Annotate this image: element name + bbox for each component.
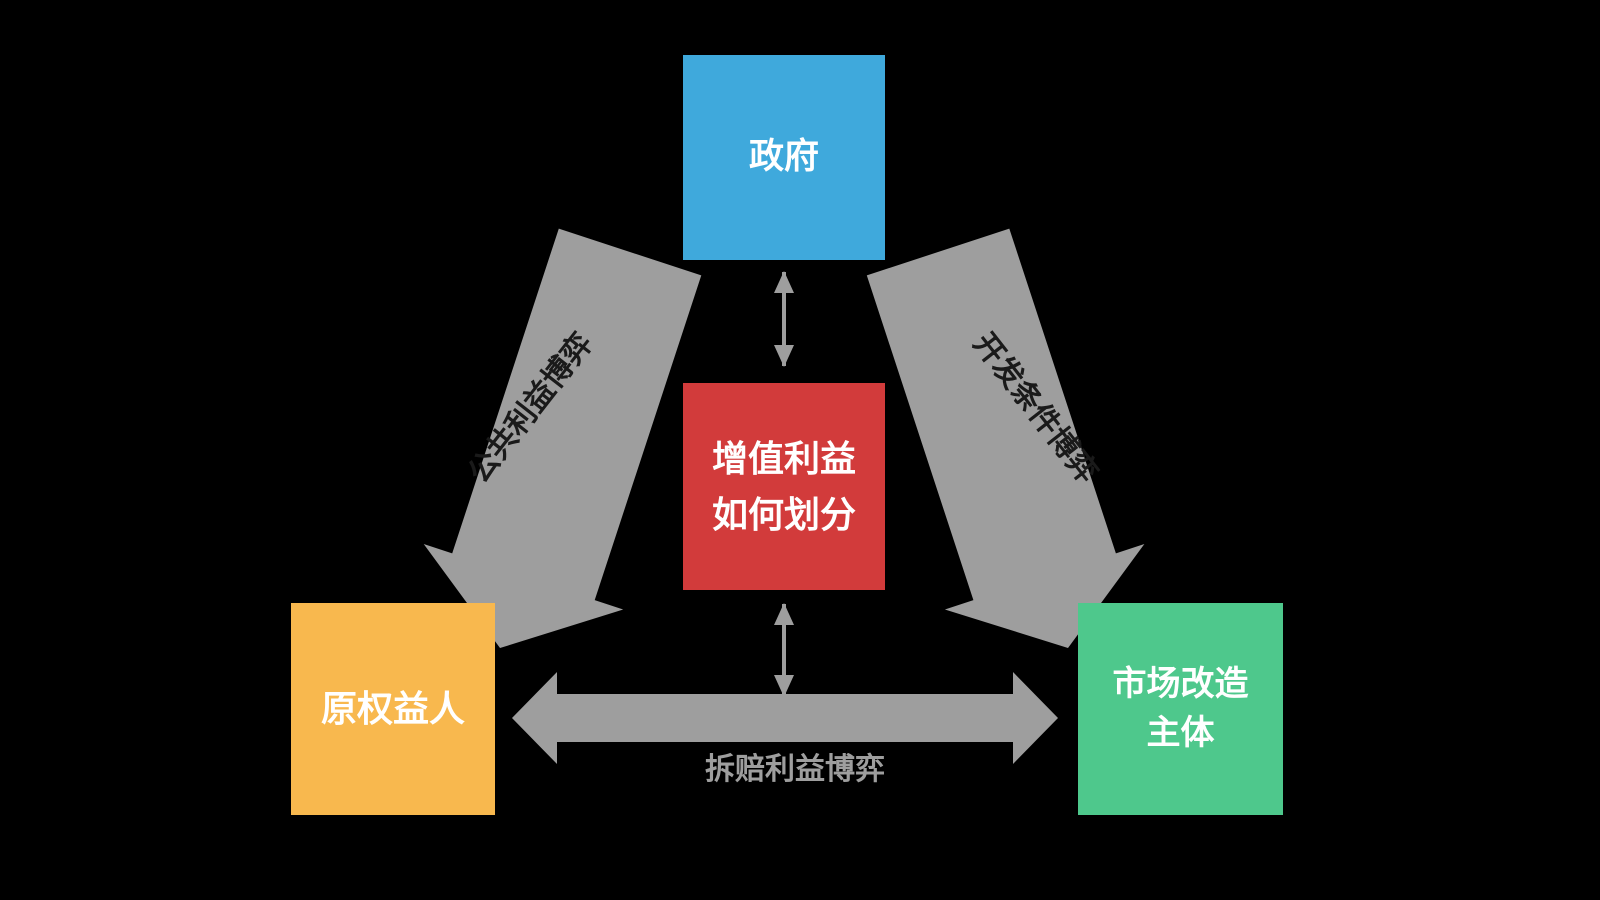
- demolition-compensation-double-arrow: [512, 672, 1058, 764]
- development-condition-band-arrow: [866, 228, 1145, 648]
- market-entity-line1: 市场改造: [1112, 664, 1249, 703]
- public-interest-band-arrow: [423, 228, 702, 648]
- demolition-compensation-game-label: 拆赔利益博弈: [705, 753, 885, 786]
- market-entity-line2: 主体: [1146, 714, 1215, 752]
- original-rights-holder-box: 原权益人: [291, 603, 495, 815]
- core-question-box: 增值利益 如何划分: [683, 383, 885, 590]
- original-rights-holder-label: 原权益人: [320, 688, 465, 730]
- core-question-line1: 增值利益: [711, 437, 856, 479]
- market-transformation-entity-box: 市场改造 主体: [1078, 603, 1283, 815]
- core-question-line2: 如何划分: [711, 493, 856, 535]
- government-box: 政府: [683, 55, 885, 260]
- government-label: 政府: [748, 137, 819, 177]
